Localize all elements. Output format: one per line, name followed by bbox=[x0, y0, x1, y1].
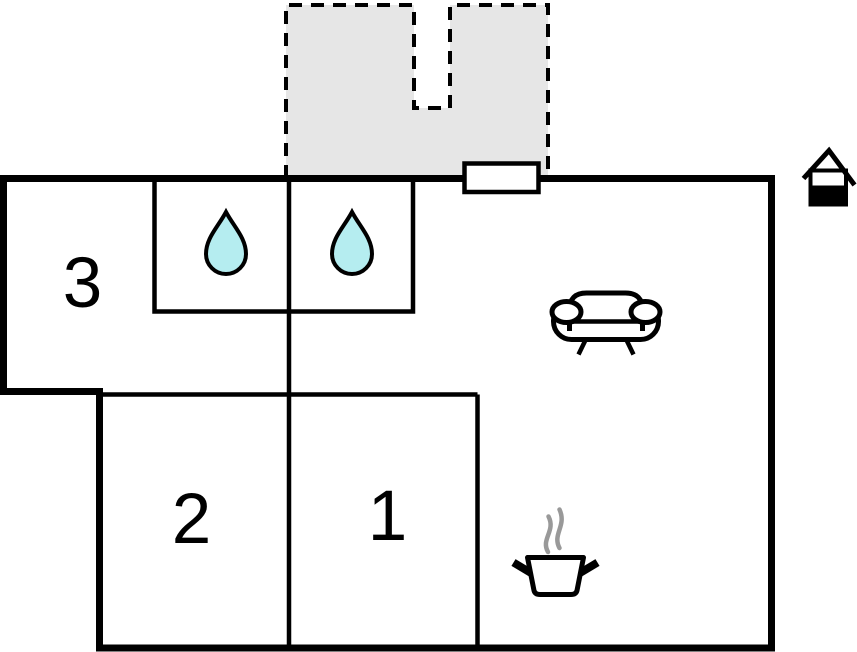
steam-line bbox=[555, 507, 564, 551]
building-outer-wall bbox=[0, 175, 775, 652]
water-drop-icon bbox=[329, 207, 375, 276]
steam-line bbox=[543, 514, 553, 555]
house-icon bbox=[801, 146, 857, 207]
terrace-dashed-border bbox=[284, 3, 550, 178]
sofa-icon bbox=[549, 290, 663, 356]
room-3-label: 3 bbox=[63, 244, 103, 323]
terrace-area bbox=[284, 3, 550, 178]
interior-walls bbox=[99, 181, 480, 648]
room-2-label: 2 bbox=[172, 480, 212, 559]
cooking-pot-icon bbox=[511, 507, 600, 597]
room-1-label: 1 bbox=[368, 477, 408, 556]
water-drop-icon bbox=[203, 207, 249, 276]
terrace-fill bbox=[286, 5, 548, 178]
door-window-marker bbox=[462, 161, 541, 195]
bathroom-wall bbox=[152, 181, 416, 314]
